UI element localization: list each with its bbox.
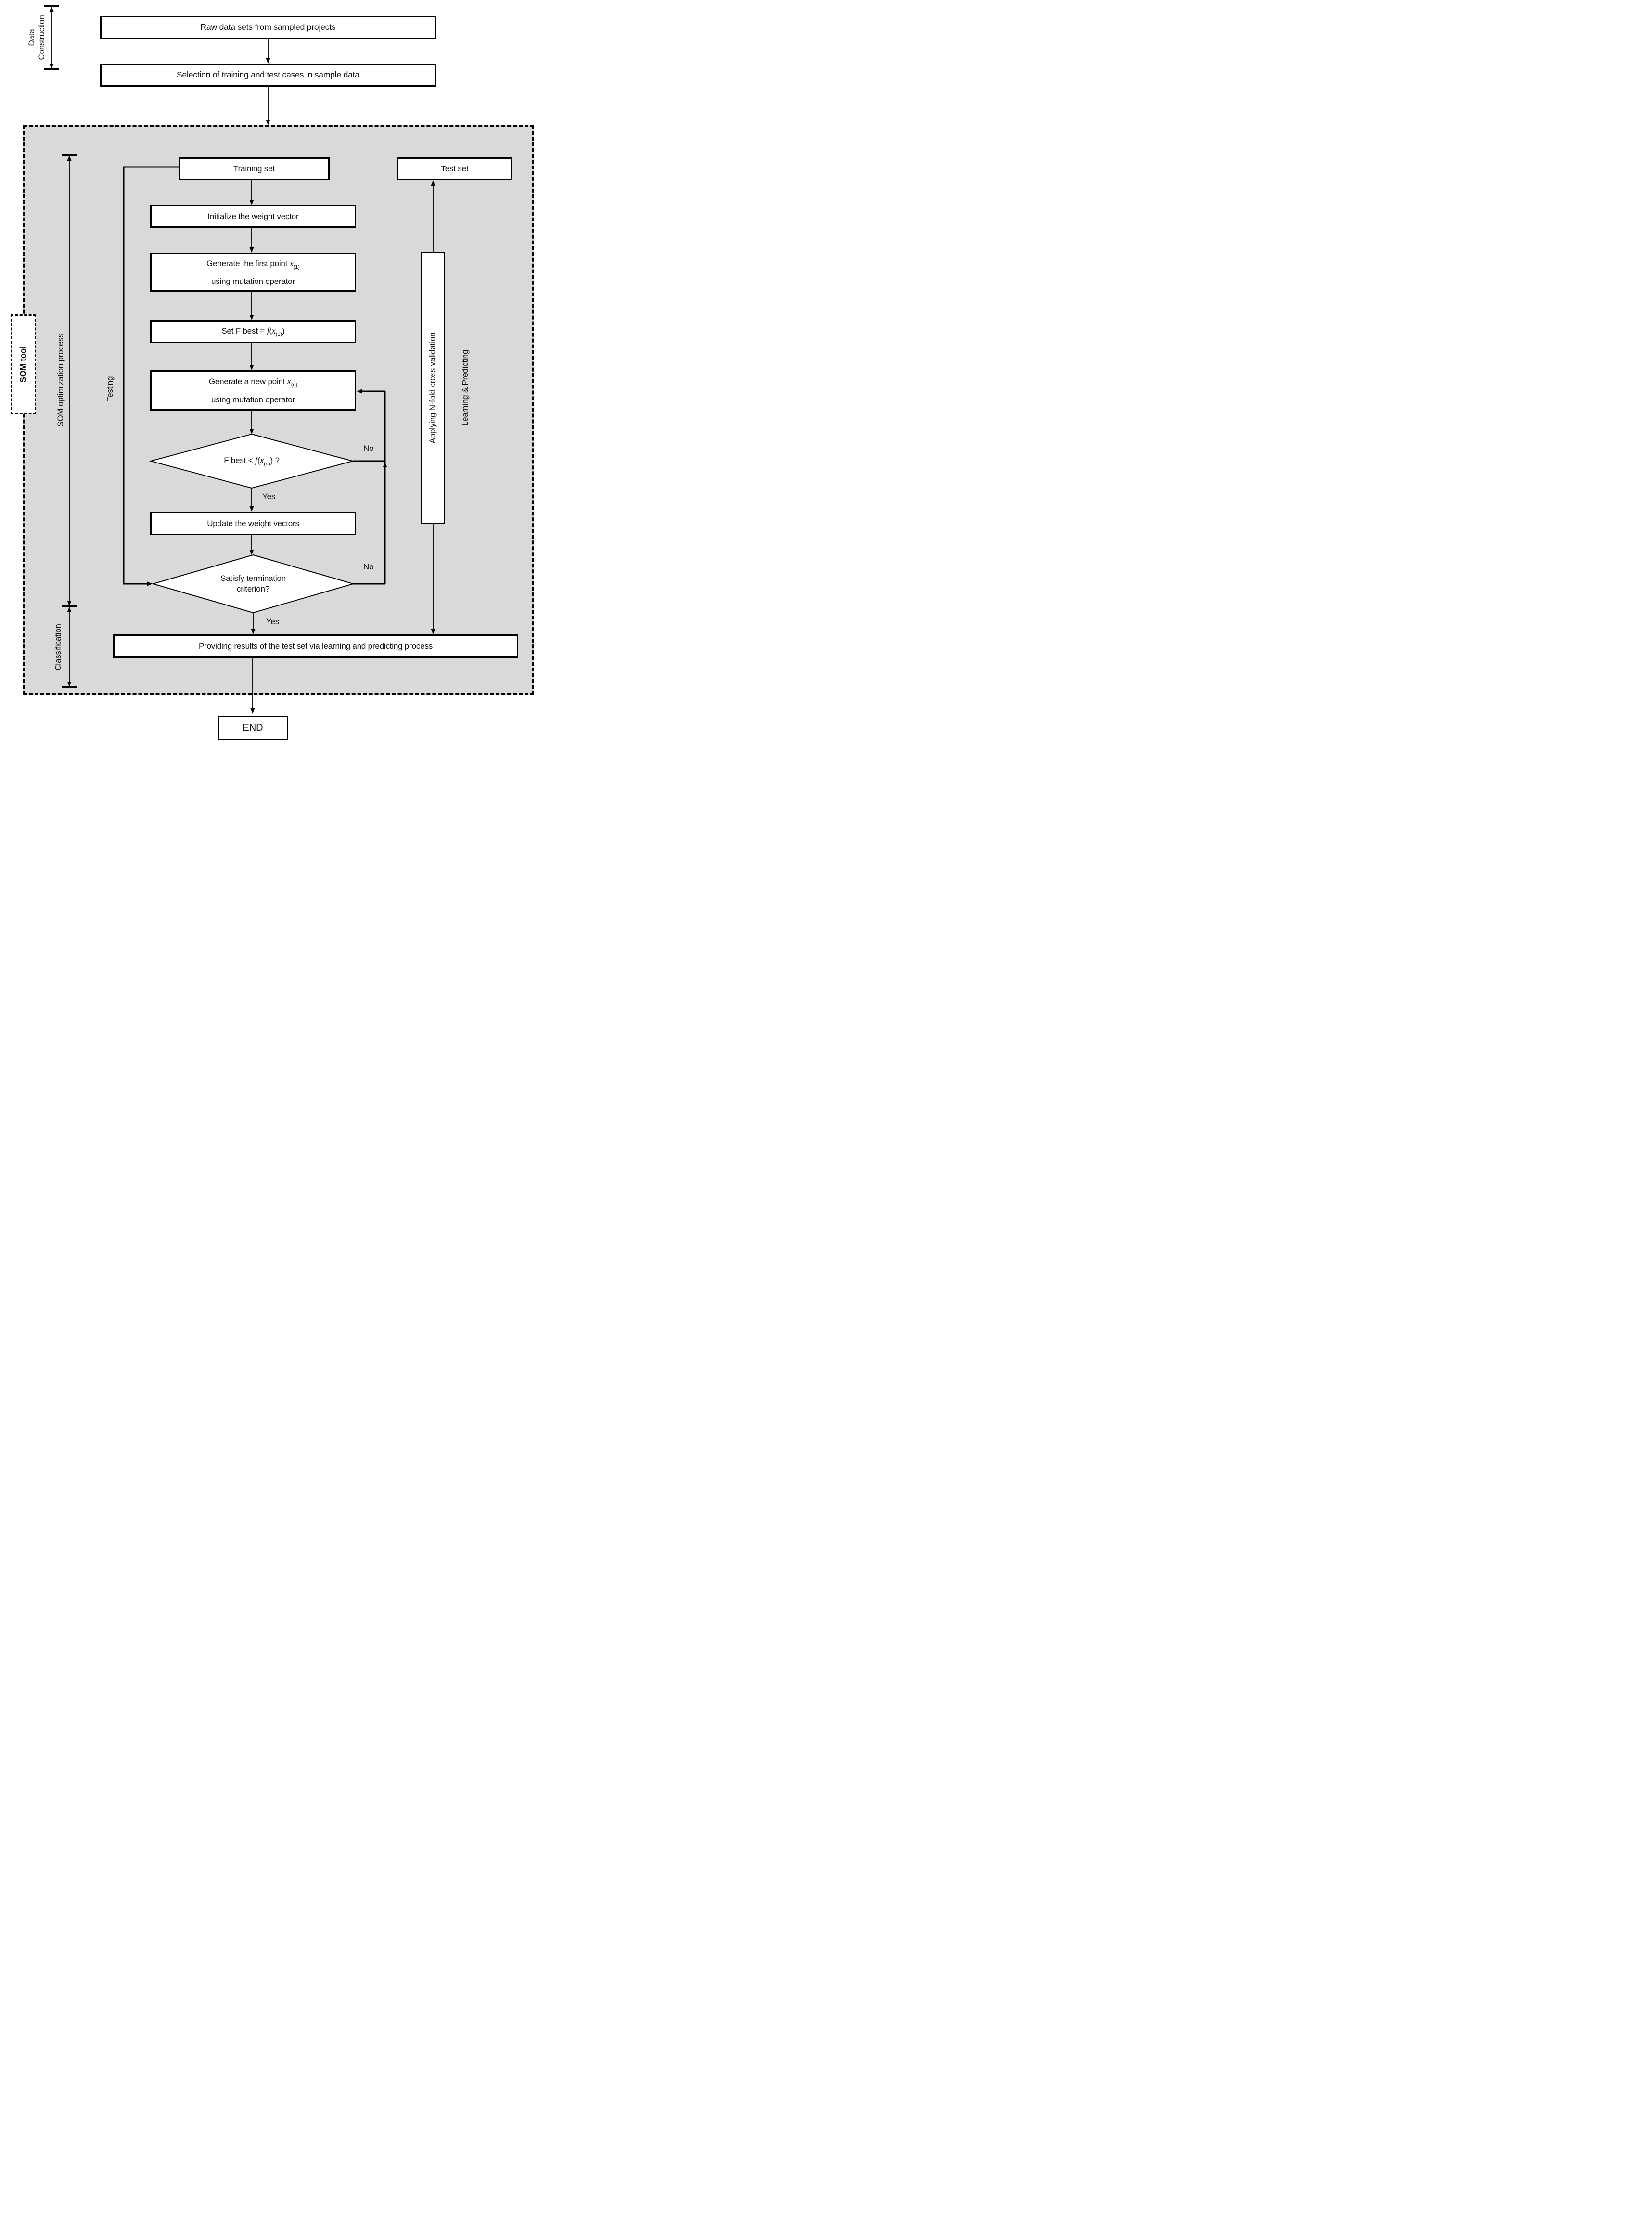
arrowheads bbox=[49, 6, 435, 714]
edge-label-no1: No bbox=[363, 444, 374, 453]
som-tool-label: SOM tool bbox=[18, 346, 28, 383]
box-selection: Selection of training and test cases in … bbox=[100, 64, 436, 87]
box-test-set-label: Test set bbox=[441, 164, 469, 174]
box-providing-results: Providing results of the test set via le… bbox=[113, 634, 518, 658]
box-set-fbest-label: Set F best = f(x(1)) bbox=[221, 325, 285, 337]
box-end-label: END bbox=[243, 722, 263, 733]
stage-testing-label: Testing bbox=[105, 376, 115, 402]
box-set-fbest: Set F best = f(x(1)) bbox=[150, 320, 356, 343]
box-generate-new-point: Generate a new point x(n) using mutation… bbox=[150, 370, 356, 411]
som-tool-box bbox=[11, 314, 36, 414]
stage-learning-predicting-label: Learning & Predicting bbox=[461, 349, 470, 426]
box-update-weights-label: Update the weight vectors bbox=[207, 518, 299, 528]
box-generate-new-line2: using mutation operator bbox=[211, 395, 295, 404]
box-test-set: Test set bbox=[397, 157, 512, 180]
stage-som-optimization-label: SOM optimization process bbox=[56, 334, 65, 427]
box-nfold-cross-validation bbox=[421, 252, 445, 524]
edge-label-yes1: Yes bbox=[262, 492, 276, 501]
edge-label-no2: No bbox=[363, 562, 374, 571]
edge-label-yes2: Yes bbox=[266, 617, 280, 626]
box-end: END bbox=[218, 716, 288, 740]
connector-layer bbox=[44, 5, 435, 714]
box-providing-results-label: Providing results of the test set via le… bbox=[198, 641, 433, 651]
decision-fbest-label: F best < f(x(n)) ? bbox=[224, 455, 280, 467]
box-generate-first-line1: Generate the first point x(1) bbox=[206, 258, 300, 270]
box-generate-first-point: Generate the first point x(1) using muta… bbox=[150, 253, 356, 292]
decision-fbest-diamond bbox=[149, 433, 355, 489]
box-training-set-label: Training set bbox=[233, 164, 275, 174]
box-nfold-label: Applying N-fold cross validation bbox=[428, 332, 437, 444]
box-initialize: Initialize the weight vector bbox=[150, 205, 356, 228]
box-generate-new-line1: Generate a new point x(n) bbox=[208, 376, 298, 388]
stage-classification-label: Classification bbox=[53, 624, 63, 671]
stage-data-construction-label: Data Construction bbox=[26, 15, 46, 60]
box-raw-data-label: Raw data sets from sampled projects bbox=[200, 22, 336, 32]
box-raw-data: Raw data sets from sampled projects bbox=[100, 16, 436, 39]
box-initialize-label: Initialize the weight vector bbox=[207, 211, 299, 221]
box-selection-label: Selection of training and test cases in … bbox=[177, 70, 359, 80]
box-generate-first-line2: using mutation operator bbox=[211, 277, 295, 286]
testing-loop-line bbox=[123, 166, 179, 585]
box-update-weights: Update the weight vectors bbox=[150, 512, 356, 535]
box-training-set: Training set bbox=[179, 157, 330, 180]
flowchart-page: Raw data sets from sampled projects Sele… bbox=[0, 0, 551, 746]
decision-termination-label: Satisfy termination criterion? bbox=[220, 573, 286, 593]
decision-termination-diamond bbox=[151, 554, 355, 614]
